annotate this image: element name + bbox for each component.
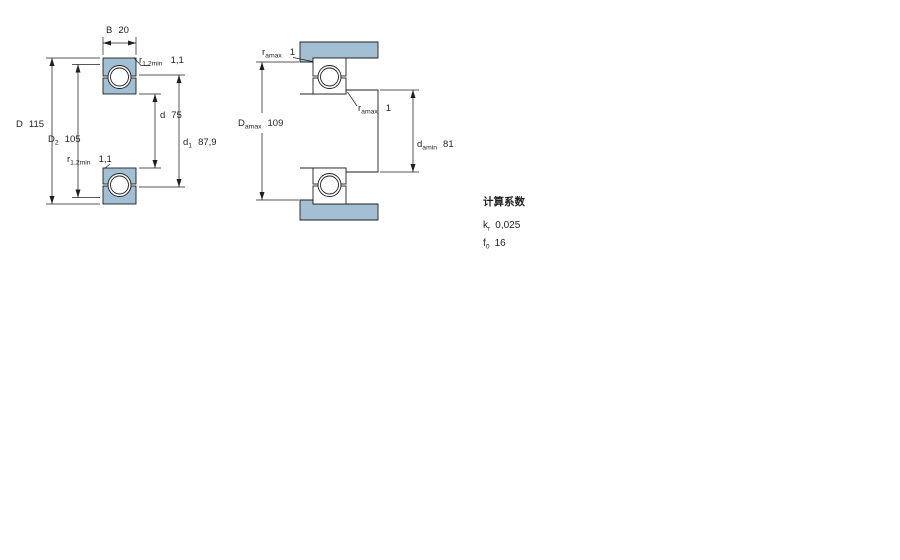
leader-line (347, 91, 358, 107)
ball-bottom (110, 175, 129, 195)
shaft-outline (300, 89, 379, 173)
leader-line (134, 58, 150, 66)
leader-line (104, 163, 111, 169)
factors-heading: 计算系数 (483, 195, 525, 208)
ball-top-outline (320, 67, 339, 87)
ball-bottom-outline (320, 175, 339, 195)
ball-top (110, 67, 129, 87)
leader-line (292, 57, 313, 62)
